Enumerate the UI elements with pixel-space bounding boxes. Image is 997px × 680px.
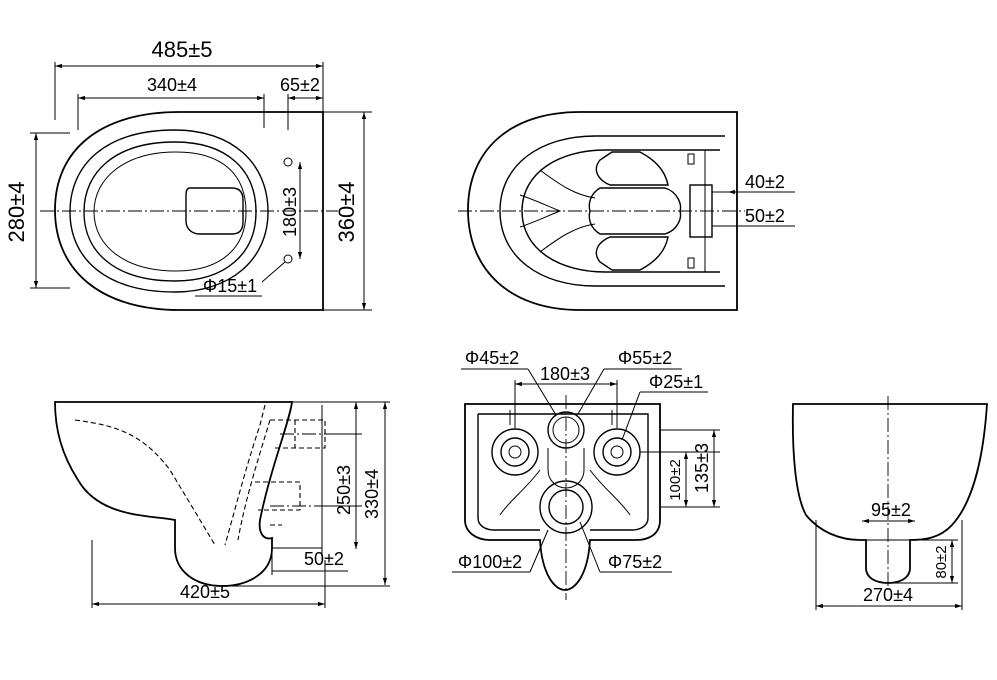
dim-offset-b: 50±2 bbox=[745, 206, 785, 226]
dim-fix-spacing: 180±3 bbox=[540, 364, 590, 384]
top-view-outline bbox=[54, 111, 324, 311]
dim-inlet-height: 250±3 bbox=[334, 465, 354, 515]
fixing-hole-left-inner bbox=[500, 437, 530, 467]
front-view: 95±2 80±2 270±4 bbox=[791, 396, 988, 610]
bowl-rim-inner bbox=[83, 141, 257, 282]
dim-bowl-opening: 340±4 bbox=[147, 75, 197, 95]
drain-outline bbox=[185, 187, 244, 235]
dim-overall-height: 330±4 bbox=[362, 469, 382, 519]
dim-outlet-projection: 50±2 bbox=[304, 549, 344, 569]
fixing-hole-right-inner bbox=[602, 437, 632, 467]
trapway-lower bbox=[595, 236, 669, 271]
dim-spud-dia: Φ55±2 bbox=[618, 348, 672, 368]
dim-rear-offset: 65±2 bbox=[280, 75, 320, 95]
dim-height-b: 135±3 bbox=[692, 443, 712, 493]
bolt-hole-bottom bbox=[283, 254, 293, 264]
dim-overall-width: 485±5 bbox=[151, 37, 212, 62]
fix-slot-top bbox=[687, 153, 695, 165]
bolt-hole-top bbox=[283, 157, 293, 167]
inner-bowl-dashed bbox=[74, 419, 216, 546]
fixing-hole-left-outer bbox=[491, 428, 539, 476]
dim-outlet-height: 80±2 bbox=[933, 545, 950, 578]
side-view-outline bbox=[54, 401, 294, 587]
dim-bolt-spacing: 180±3 bbox=[280, 187, 300, 237]
underside-inner-ring bbox=[499, 135, 725, 287]
bowl-rim-outer bbox=[69, 129, 269, 293]
dim-fix-hole: Φ25±1 bbox=[649, 372, 703, 392]
trapway-upper bbox=[595, 151, 669, 186]
dim-overall-depth: 360±4 bbox=[334, 181, 359, 242]
dim-offset-a: 40±2 bbox=[745, 172, 785, 192]
dim-height-a: 100±2 bbox=[667, 459, 684, 501]
underside-view: 40±2 50±2 bbox=[458, 111, 795, 311]
fix-slot-bottom bbox=[687, 257, 695, 269]
fixing-hole-right-outer bbox=[593, 428, 641, 476]
front-view-outline bbox=[791, 403, 988, 584]
rear-view: 180±3 Φ45±2 Φ55±2 Φ25±1 100±2 135±3 Φ100… bbox=[452, 348, 720, 600]
bowl-well bbox=[93, 151, 247, 272]
rear-view-outline bbox=[464, 403, 661, 591]
trap-center bbox=[588, 187, 682, 235]
dim-bowl-depth: 280±4 bbox=[4, 181, 29, 242]
dim-width: 270±4 bbox=[863, 585, 913, 605]
underside-outline bbox=[467, 111, 738, 311]
dim-outlet-inner: Φ75±2 bbox=[608, 552, 662, 572]
dim-length: 420±5 bbox=[180, 582, 230, 602]
dim-bolt-hole: Φ15±1 bbox=[203, 276, 257, 296]
side-view: 250±3 330±4 50±2 420±5 bbox=[54, 401, 390, 608]
dim-inlet-dia: Φ45±2 bbox=[465, 348, 519, 368]
dim-outlet-outer: Φ100±2 bbox=[458, 552, 522, 572]
dim-outlet-width: 95±2 bbox=[871, 500, 911, 520]
top-view: 485±5 340±4 65±2 280±4 360±4 180±3 Φ15±1 bbox=[4, 37, 372, 311]
